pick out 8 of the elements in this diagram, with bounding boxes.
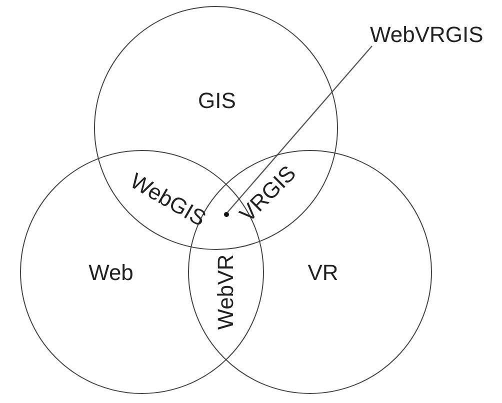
- overlap-label: WebVR: [213, 254, 239, 330]
- set-label: VR: [308, 260, 338, 286]
- callout-text: WebVRGIS: [370, 22, 484, 48]
- leader-line: [227, 46, 372, 212]
- set-label: Web: [88, 260, 134, 286]
- set-label: GIS: [198, 88, 236, 114]
- venn-circle: [94, 6, 338, 250]
- center-dot: [224, 212, 228, 216]
